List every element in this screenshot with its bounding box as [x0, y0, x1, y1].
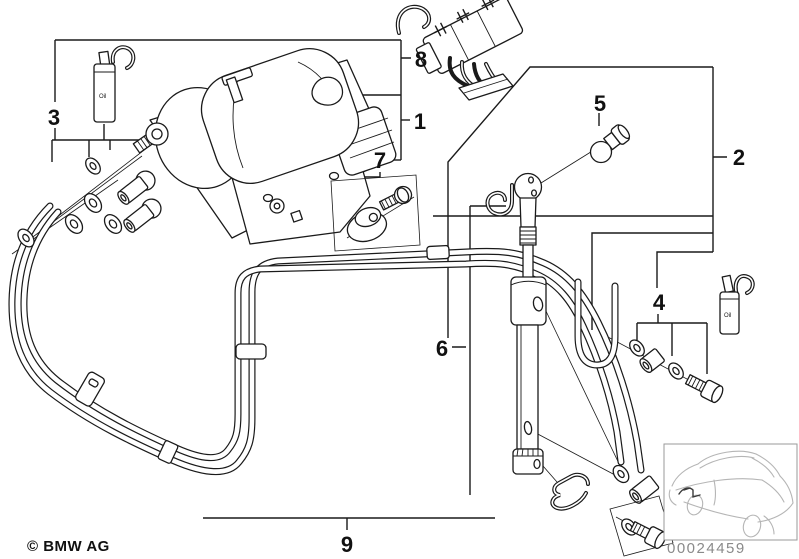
- socket-bolt: [132, 122, 169, 154]
- pipe-harness-drawing: [8, 202, 645, 476]
- rubber-mount-group: [330, 174, 421, 252]
- hex-bolt: [684, 374, 724, 404]
- pipe-clamp: [235, 343, 267, 360]
- callout-label-4: 4: [653, 290, 666, 315]
- hydraulic-cylinder-drawing: [510, 172, 547, 475]
- callout-label-5: 5: [594, 91, 606, 116]
- pipe-end-hardware: [612, 464, 660, 504]
- mount-hardware-cluster: [629, 339, 724, 404]
- oil-bottle-label: Oil: [99, 94, 106, 100]
- callout-label-7: 7: [374, 148, 386, 173]
- callout-label-6: 6: [436, 336, 448, 361]
- retaining-hook-top: [485, 183, 514, 217]
- pump-top-bracket: [221, 67, 253, 104]
- hex-bolt: [378, 185, 413, 211]
- ball-stud-drawing: [589, 124, 631, 164]
- pump-assembly-drawing: [132, 48, 397, 245]
- inset-part-number: 00024459: [667, 540, 746, 557]
- oil-bottle-icon: Oil: [719, 274, 755, 335]
- relay-connector-drawing: [395, 0, 524, 101]
- banjo-bolt: [123, 198, 162, 233]
- car-sketch: [668, 450, 794, 538]
- callout-label-1: 1: [414, 109, 426, 134]
- oil-bottle-icon: Oil: [93, 45, 136, 123]
- copyright-text: © BMW AG: [27, 538, 110, 555]
- callout-label-3: 3: [48, 105, 60, 130]
- fitting-hardware-cluster: [17, 157, 162, 248]
- pipe-sleeve: [426, 244, 450, 261]
- hex-bolt: [629, 520, 667, 550]
- callout-label-9: 9: [341, 532, 353, 557]
- rubber-grommet: [346, 206, 388, 243]
- banjo-bolt: [117, 170, 156, 205]
- bottom-bolt-group: [609, 495, 674, 557]
- callout-label-8: 8: [415, 47, 427, 72]
- callout-label-2: 2: [733, 145, 745, 170]
- callout-lines: [51, 39, 727, 530]
- car-location-inset: 00024459: [663, 443, 798, 557]
- retaining-hook-bottom: [550, 472, 590, 511]
- oil-bottle-label: Oil: [724, 313, 731, 319]
- pipe-sleeve: [157, 440, 179, 464]
- pipe-tab-clip: [75, 371, 105, 407]
